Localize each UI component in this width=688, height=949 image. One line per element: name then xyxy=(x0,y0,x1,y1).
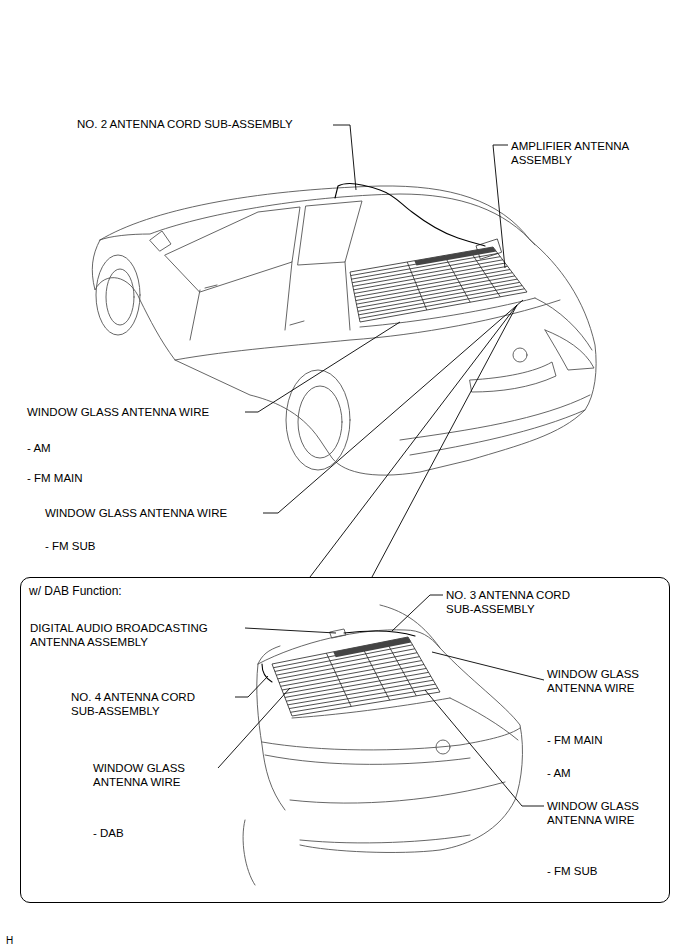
antenna-grid-line xyxy=(359,286,523,315)
antenna-grid-line xyxy=(279,657,419,683)
antenna-grid-line xyxy=(354,263,506,290)
antenna-grid-line xyxy=(356,276,514,304)
part-label: - AM xyxy=(27,441,51,455)
part-label: WINDOW GLASS ANTENNA WIRE xyxy=(547,799,667,827)
part-label: NO. 3 ANTENNA CORD SUB-ASSEMBLY xyxy=(446,588,581,616)
antenna-grid-line xyxy=(289,684,435,708)
panel-heading: w/ DAB Function: xyxy=(21,578,130,604)
antenna-grid-line xyxy=(444,256,470,303)
antenna-grid-line xyxy=(362,646,390,700)
part-label: - AM xyxy=(547,766,571,780)
antenna-grid-line xyxy=(354,266,507,293)
part-label: - FM MAIN xyxy=(547,733,603,747)
part-label: - FM SUB xyxy=(45,539,95,553)
antenna-grid-line xyxy=(356,273,513,301)
antenna-grid-line xyxy=(355,270,510,298)
part-label: WINDOW GLASS ANTENNA WIRE xyxy=(93,761,213,789)
antenna-grid-line xyxy=(360,292,527,322)
part-label: NO. 4 ANTENNA CORD SUB-ASSEMBLY xyxy=(71,690,206,718)
part-label: DIGITAL AUDIO BROADCASTING ANTENNA ASSEM… xyxy=(30,621,220,649)
antenna-grid-line xyxy=(359,289,524,319)
antenna-grid-line xyxy=(281,661,422,687)
antenna-grid-line xyxy=(386,641,416,696)
antenna-grid-line xyxy=(357,279,517,308)
antenna-grid-line xyxy=(275,645,413,672)
antenna-grid-line xyxy=(326,653,351,706)
antenna-grid-line xyxy=(291,688,438,712)
part-label: - FM MAIN xyxy=(27,471,83,485)
antenna-grid-line xyxy=(470,251,500,297)
antenna-grid-line xyxy=(350,247,493,272)
part-label: - FM SUB xyxy=(547,864,597,878)
part-label: - DAB xyxy=(93,826,124,840)
part-label: AMPLIFIER ANTENNA ASSEMBLY xyxy=(511,139,641,167)
page-code: H xyxy=(6,934,13,948)
part-label: WINDOW GLASS ANTENNA WIRE xyxy=(547,667,667,695)
antenna-grid-line xyxy=(278,653,417,679)
part-label: WINDOW GLASS ANTENNA WIRE xyxy=(45,506,227,520)
antenna-band xyxy=(414,247,496,266)
antenna-grid-line xyxy=(407,262,427,310)
antenna-band xyxy=(333,637,411,657)
part-label: NO. 2 ANTENNA CORD SUB-ASSEMBLY xyxy=(77,117,293,131)
antenna-grid-line xyxy=(358,282,520,311)
part-label: WINDOW GLASS ANTENNA WIRE xyxy=(27,405,209,419)
